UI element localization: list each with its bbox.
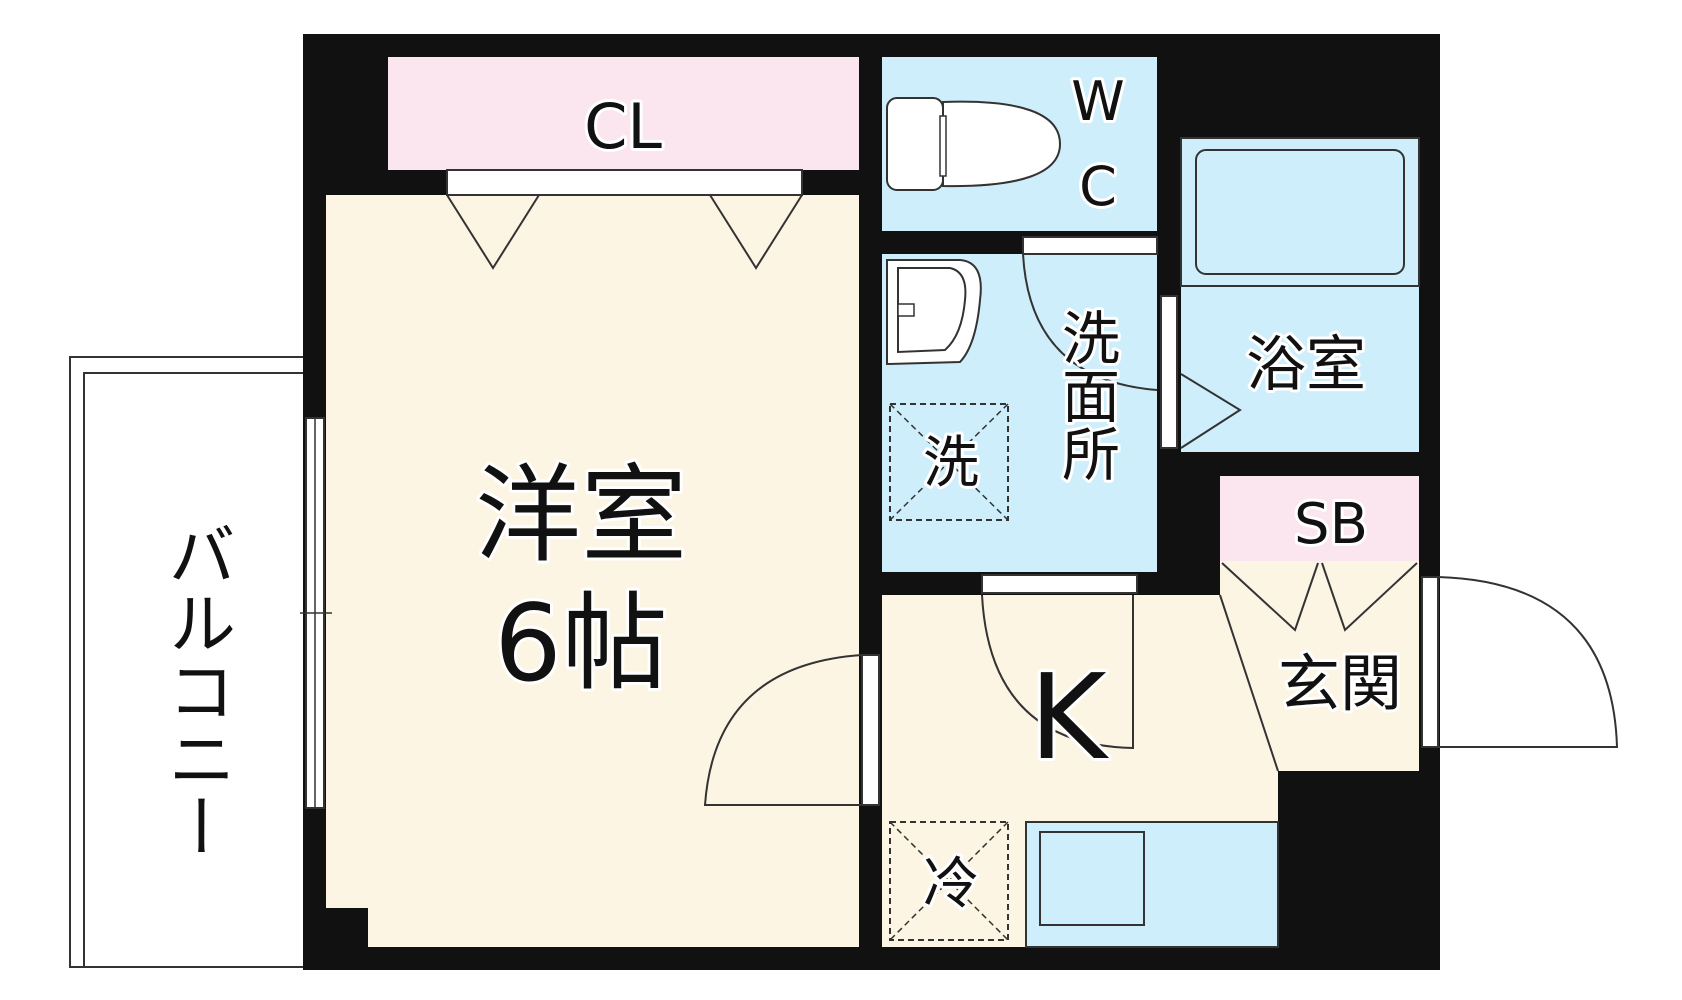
bathroom-door-frame [1160,295,1178,449]
washroom-door-arc [1022,253,1158,391]
wash-basin-icon [886,259,982,366]
bathtub-icon [1180,137,1420,287]
bathroom-label: 浴室 [1246,330,1366,400]
entrance-label: 玄関 [1278,647,1402,720]
closet [388,57,859,170]
western-room-size-label: 6帖 [494,582,667,705]
entrance-door-frame [1421,576,1439,748]
washer-label: 洗 [923,431,979,496]
shoe-box-door-left [1221,562,1319,632]
washroom-door-frame [1022,236,1158,255]
washer-space [889,403,1009,521]
closet-door-right [709,194,803,270]
kitchen-label: K [1029,648,1109,786]
bathroom [1181,138,1419,452]
closet-label: CL [584,90,662,163]
toilet-icon [886,97,1062,191]
shoe-box [1220,476,1419,561]
kitchen-door-frame [981,574,1138,594]
fridge-space [889,821,1009,941]
western-door-arc [703,654,863,806]
western-door-frame [861,654,880,806]
closet-track [446,169,803,196]
balcony-label: バルコニー [156,520,235,860]
kitchen-door-arc [981,594,1134,750]
western-room-floor [326,195,859,947]
western-room-label: 洋室 [475,454,687,577]
bathroom-door-swing [1180,373,1242,449]
entrance-floor [1220,561,1419,771]
black-column [1278,771,1440,970]
entrance-step [1219,594,1279,772]
closet-door-left [446,194,540,270]
western-room-corner-column [326,908,368,947]
shoe-box-label: SB [1294,492,1368,557]
balcony [69,356,309,968]
entrance-door-arc [1437,576,1619,748]
shoe-box-door-right [1321,562,1418,632]
kitchen-counter [1025,821,1279,948]
washroom-label: 洗面所 [1052,308,1120,482]
fridge-label: 冷 [923,852,979,917]
